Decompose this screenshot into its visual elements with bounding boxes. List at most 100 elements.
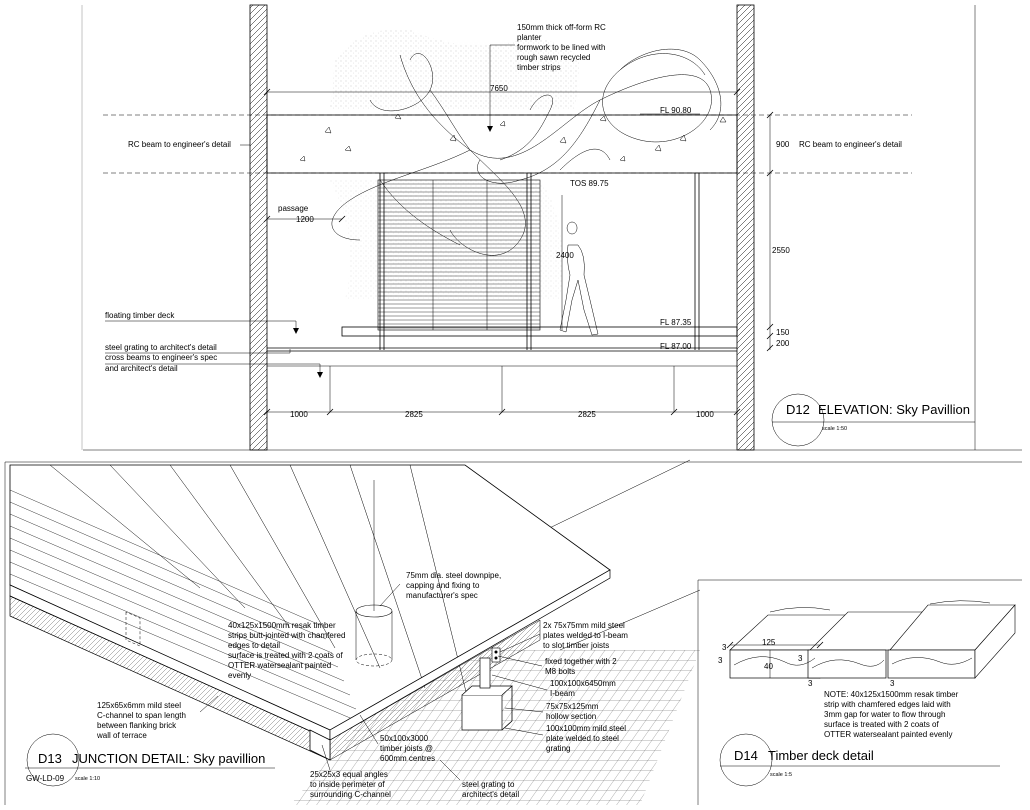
note-plate100-1: 100x100mm mild steel	[546, 724, 626, 733]
deck-strip-joint	[289, 464, 381, 669]
note-planter-4: rough sawn recycled	[517, 53, 590, 62]
elevation-drawing: 7650 passage 1200 900 2550 150 200 2400 …	[81, 4, 1022, 451]
dim-clear-height: 2550	[772, 246, 790, 255]
deck-note-3: 3mm gap for water to flow through	[824, 710, 945, 719]
note-angles-3: surrounding C-channel	[310, 790, 391, 799]
deck-note-1: NOTE: 40x125x1500mm resak timber	[824, 690, 959, 699]
note-strips-5: OTTER watersealant painted	[228, 661, 331, 670]
dim-person: 2400	[556, 251, 574, 260]
dim-passage: 1200	[296, 215, 314, 224]
note-floating-deck: floating timber deck	[105, 311, 175, 320]
deck-gap-d: 3	[808, 679, 813, 688]
deck-note-4: surface is treated with 2 coats of	[824, 720, 940, 729]
note-cchannel-1: 125x65x6mm mild steel	[97, 701, 181, 710]
deck-note-5: OTTER watersealant painted evenly	[824, 730, 953, 739]
note-planter-2: planter	[517, 33, 542, 42]
level-fl-mid: FL 87.35	[660, 318, 692, 327]
timber-screen	[377, 179, 541, 331]
note-angles-2: to inside perimeter of	[310, 780, 385, 789]
deck-strip-edge	[9, 573, 363, 724]
deck-strip-edge	[9, 513, 333, 654]
elevation-scale: scale 1:50	[822, 426, 847, 432]
note-plates-1: 2x 75x75mm mild steel	[543, 621, 625, 630]
note-plate100-2: plate welded to steel	[546, 734, 619, 743]
note-angles-1: 25x25x3 equal angles	[310, 770, 388, 779]
deck-strip-edge	[9, 549, 351, 696]
note-grating-1: steel grating to	[462, 780, 515, 789]
note-strips-1: 40x125x1500mm resak timber	[228, 621, 336, 630]
note-joists-2: timber joists @	[380, 744, 433, 753]
right-brick-wall	[736, 4, 755, 451]
level-fl-top: FL 90.80	[660, 106, 692, 115]
note-bolts-2: M8 bolts	[545, 667, 575, 676]
note-joists-1: 50x100x3000	[380, 734, 429, 743]
deck-gap-c: 3	[798, 654, 803, 663]
note-grating-3: and architect's detail	[105, 364, 178, 373]
deck-gap-b: 3	[718, 656, 723, 665]
note-joists-3: 600mm centres	[380, 754, 435, 763]
note-ibeam-2: I-beam	[550, 689, 575, 698]
dim-bottom-1: 1000	[290, 410, 308, 419]
note-hollow-2: hollow section	[546, 712, 596, 721]
deck-strip-joint	[169, 464, 291, 629]
dim-bottom-4: 1000	[696, 410, 714, 419]
dim-bottom-3: 2825	[578, 410, 596, 419]
deck-strip-edge	[9, 561, 357, 710]
note-downpipe-3: manufacturer's spec	[406, 591, 478, 600]
deck-detail-drawing: 125 40 3 3 3 3 3 NOTE: 40x125x1500mm res…	[697, 579, 1022, 805]
deck-dim-depth: 40	[764, 662, 773, 671]
deck-dim-width: 125	[762, 638, 776, 647]
i-beam-support	[461, 647, 513, 731]
level-tos: TOS 89.75	[570, 179, 609, 188]
note-cchannel-4: wall of terrace	[96, 731, 147, 740]
note-downpipe-2: capping and fixing to	[406, 581, 480, 590]
deck-gap-e: 3	[890, 679, 895, 688]
junction-ref: D13	[38, 751, 62, 766]
human-scale-figure	[559, 221, 599, 336]
left-brick-wall	[249, 4, 268, 451]
deck-strip-edge	[9, 537, 345, 682]
note-plates-3: to slot timber joists	[543, 641, 609, 650]
deck-title: Timber deck detail	[768, 748, 874, 763]
deck-strip-edge	[9, 489, 321, 626]
deck-strip-edge	[9, 525, 339, 668]
note-strips-2: strips butt-jointed with chamfered	[228, 631, 345, 640]
deck-strip-joint	[109, 464, 246, 609]
note-cchannel-2: C-channel to span length	[97, 711, 186, 720]
note-planter-5: timber strips	[517, 63, 561, 72]
deck-strip-joint	[349, 464, 426, 689]
deck-strip-joint	[229, 464, 336, 649]
dim-beam-depth: 900	[776, 140, 790, 149]
elevation-ref: D12	[786, 402, 810, 417]
note-ibeam-1: 100x100x6450mm	[550, 679, 616, 688]
timber-strip-profiles	[729, 600, 1016, 679]
note-strips-3: edges to detail	[228, 641, 280, 650]
downpipe	[355, 480, 393, 667]
elevation-title: ELEVATION: Sky Pavillion	[818, 402, 970, 417]
dim-struct: 200	[776, 339, 790, 348]
junction-scale: scale 1:10	[75, 776, 100, 782]
deck-gap-a: 3	[722, 643, 727, 652]
note-grating-2: cross beams to engineer's spec	[105, 353, 217, 362]
note-cchannel-3: between flanking brick	[97, 721, 177, 730]
deck-scale: scale 1:5	[770, 772, 792, 778]
sheet-number: GW-LD-09	[26, 774, 65, 783]
dim-bottom-2: 2825	[405, 410, 423, 419]
timber-deck	[341, 326, 738, 337]
note-bolts-1: fixed together with 2	[545, 657, 617, 666]
passage-label: passage	[278, 204, 309, 213]
junction-drawing: 75mm dia. steel downpipe, capping and fi…	[4, 459, 1022, 805]
deck-strip-joint	[49, 464, 201, 589]
note-planter-1: 150mm thick off-form RC	[517, 23, 606, 32]
note-downpipe-1: 75mm dia. steel downpipe,	[406, 571, 501, 580]
note-plates-2: plates welded to I-beam	[543, 631, 628, 640]
note-plate100-3: grating	[546, 744, 570, 753]
deck-ref: D14	[734, 748, 758, 763]
note-strips-6: evenly	[228, 671, 251, 680]
note-beam-right: RC beam to engineer's detail	[799, 140, 902, 149]
note-beam-left: RC beam to engineer's detail	[128, 140, 231, 149]
level-fl-low: FL 87.00	[660, 342, 692, 351]
rc-beam	[266, 114, 738, 174]
